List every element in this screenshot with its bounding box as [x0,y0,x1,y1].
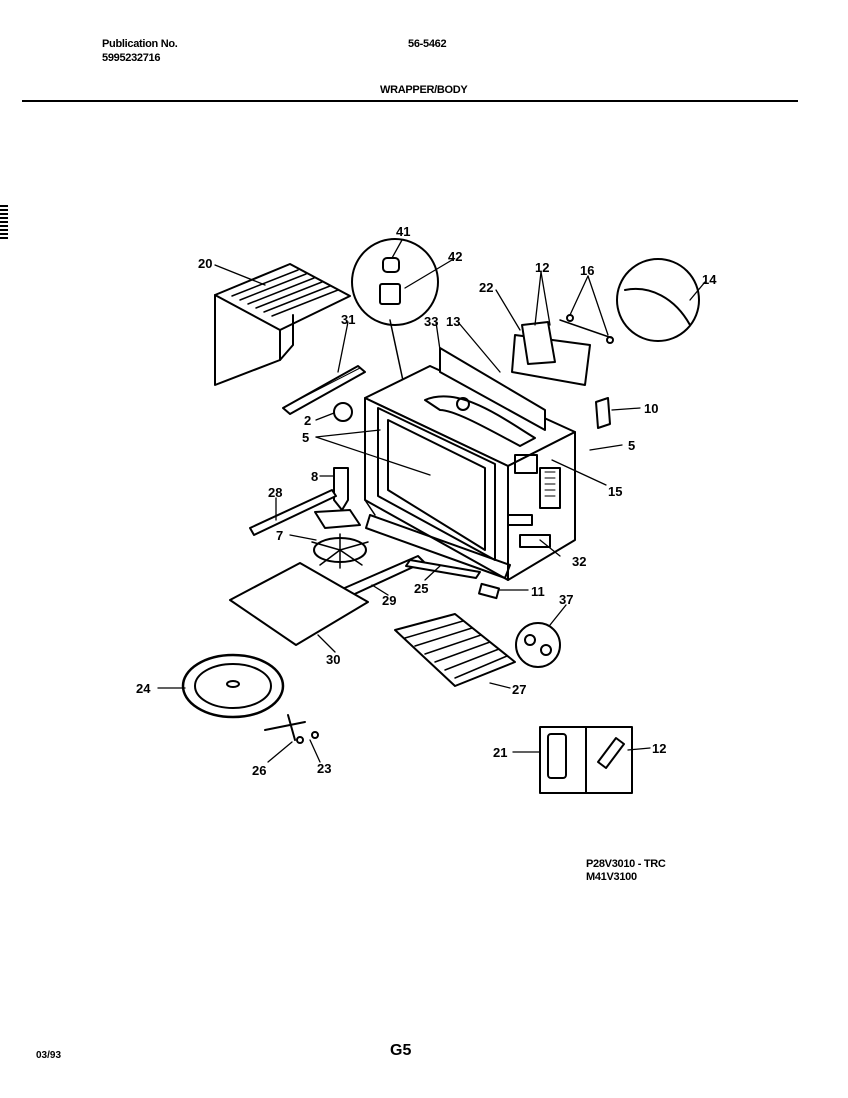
footer-page-number: G5 [390,1042,412,1059]
part-27-rack [394,613,516,687]
callout-7: 7 [276,528,283,543]
publication-number: 5995232716 [102,52,161,64]
callout-31: 31 [341,312,355,327]
detail-circle-14 [616,258,700,342]
part-22-control-bracket [511,314,614,386]
part-23-roller [264,714,319,744]
callout-12: 12 [535,260,549,275]
callout-27: 27 [512,682,526,697]
callout-12-inset: 12 [652,741,666,756]
part-31-strip [282,365,366,415]
part-7-stirrer [311,509,369,569]
part-20-top-wrapper [214,263,351,386]
part-30-tray [229,562,369,646]
callout-42: 42 [448,249,462,264]
callout-2: 2 [304,413,311,428]
model-number-2: M41V3100 [586,871,637,883]
callout-26: 26 [252,763,266,778]
callout-16: 16 [580,263,594,278]
publication-label: Publication No. [102,38,178,50]
callout-41: 41 [396,224,410,239]
callout-5-right: 5 [628,438,635,453]
callout-20: 20 [198,256,212,271]
part-28-rod [249,489,337,536]
callout-24: 24 [136,681,151,696]
callout-21: 21 [493,745,507,760]
callout-5-left: 5 [302,430,309,445]
part-33-oven-body [364,347,576,581]
callout-32: 32 [572,554,586,569]
callout-13: 13 [446,314,460,329]
part-24-turntable [181,653,285,719]
callout-8: 8 [311,469,318,484]
detail-circle-37 [515,622,561,668]
callout-11: 11 [531,584,545,599]
section-title: WRAPPER/BODY [380,84,468,96]
part-2-grommet [333,402,353,422]
header-rule [22,100,798,102]
callout-33: 33 [424,314,438,329]
callout-10: 10 [644,401,658,416]
callout-22: 22 [479,280,493,295]
callout-25: 25 [414,581,428,596]
callout-28: 28 [268,485,282,500]
scan-edge-mark [0,205,8,241]
model-number-1: P28V3010 - TRC [586,858,666,870]
callout-30: 30 [326,652,340,667]
callout-15: 15 [608,484,622,499]
doc-code: 56-5462 [408,38,447,50]
part-8-bracket [333,467,349,511]
inset-boxes-21-12 [539,726,633,794]
callout-37: 37 [559,592,573,607]
footer-date: 03/93 [36,1050,62,1061]
part-25-rail [405,559,481,579]
callout-23: 23 [317,761,331,776]
part-11-foot [478,582,500,600]
part-10-bracket [595,397,611,429]
callout-29: 29 [382,593,396,608]
callout-14: 14 [702,272,717,287]
